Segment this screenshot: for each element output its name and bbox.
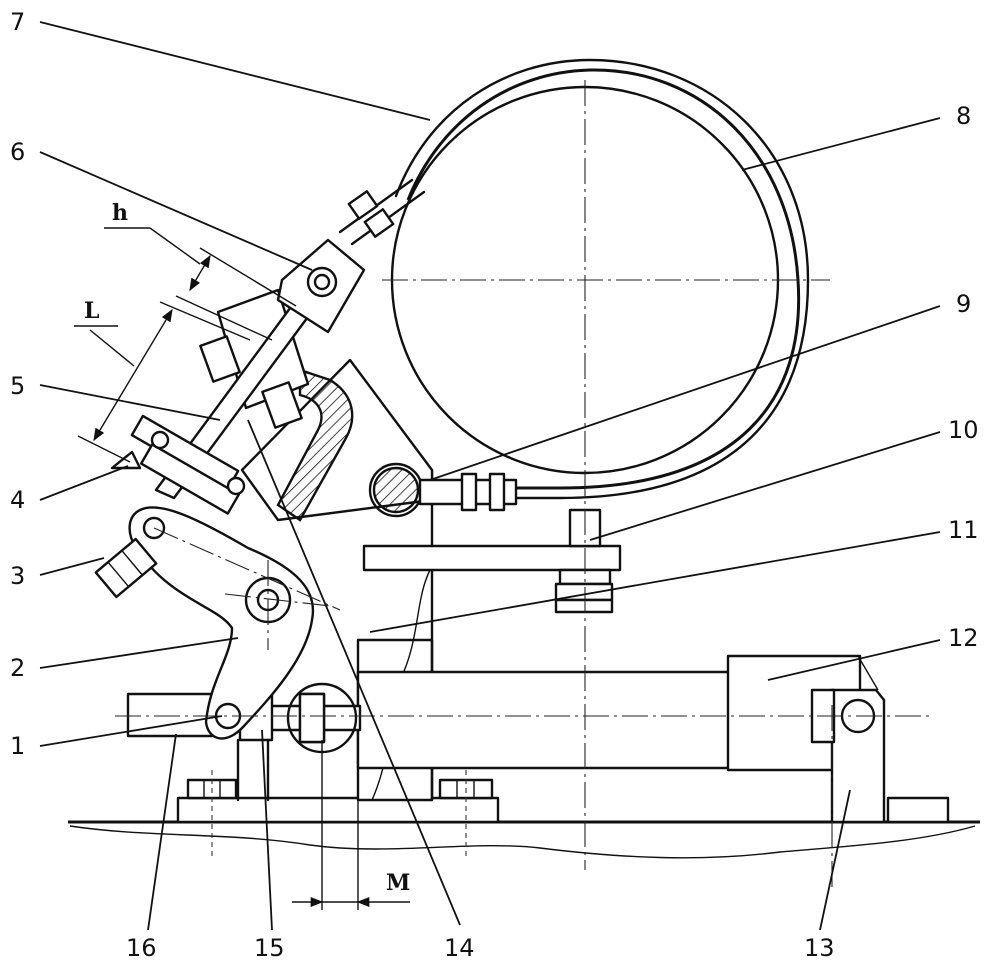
label-1: 1 [10,732,25,760]
label-7: 7 [10,8,25,36]
label-16: 16 [126,934,157,962]
label-6: 6 [10,138,25,166]
label-11: 11 [948,516,979,544]
dimension-M-label: M [386,870,410,896]
dimension-h-label: h [112,200,128,226]
dimension-L-label: L [84,298,99,324]
dimension-M: M [292,740,410,910]
label-14: 14 [444,934,475,962]
label-3: 3 [10,562,25,590]
ground-base [68,770,980,860]
hydraulic-cylinder [266,654,886,824]
label-13: 13 [804,934,835,962]
pivot-9 [368,462,518,518]
leader-lines [39,21,941,931]
bolt-3 [94,537,158,599]
band-bolts-top [347,190,395,238]
label-12: 12 [948,624,979,652]
label-10: 10 [948,416,979,444]
centre-lines [115,80,930,890]
label-4: 4 [10,486,25,514]
label-2: 2 [10,654,25,682]
dimension-h: h [104,200,297,341]
dimension-L: L [74,298,251,463]
part-numbers: 7 6 5 4 3 2 1 8 9 10 11 12 16 15 14 13 [10,8,979,962]
label-5: 5 [10,372,25,400]
label-9: 9 [956,290,971,318]
label-15: 15 [254,934,285,962]
label-8: 8 [956,102,971,130]
